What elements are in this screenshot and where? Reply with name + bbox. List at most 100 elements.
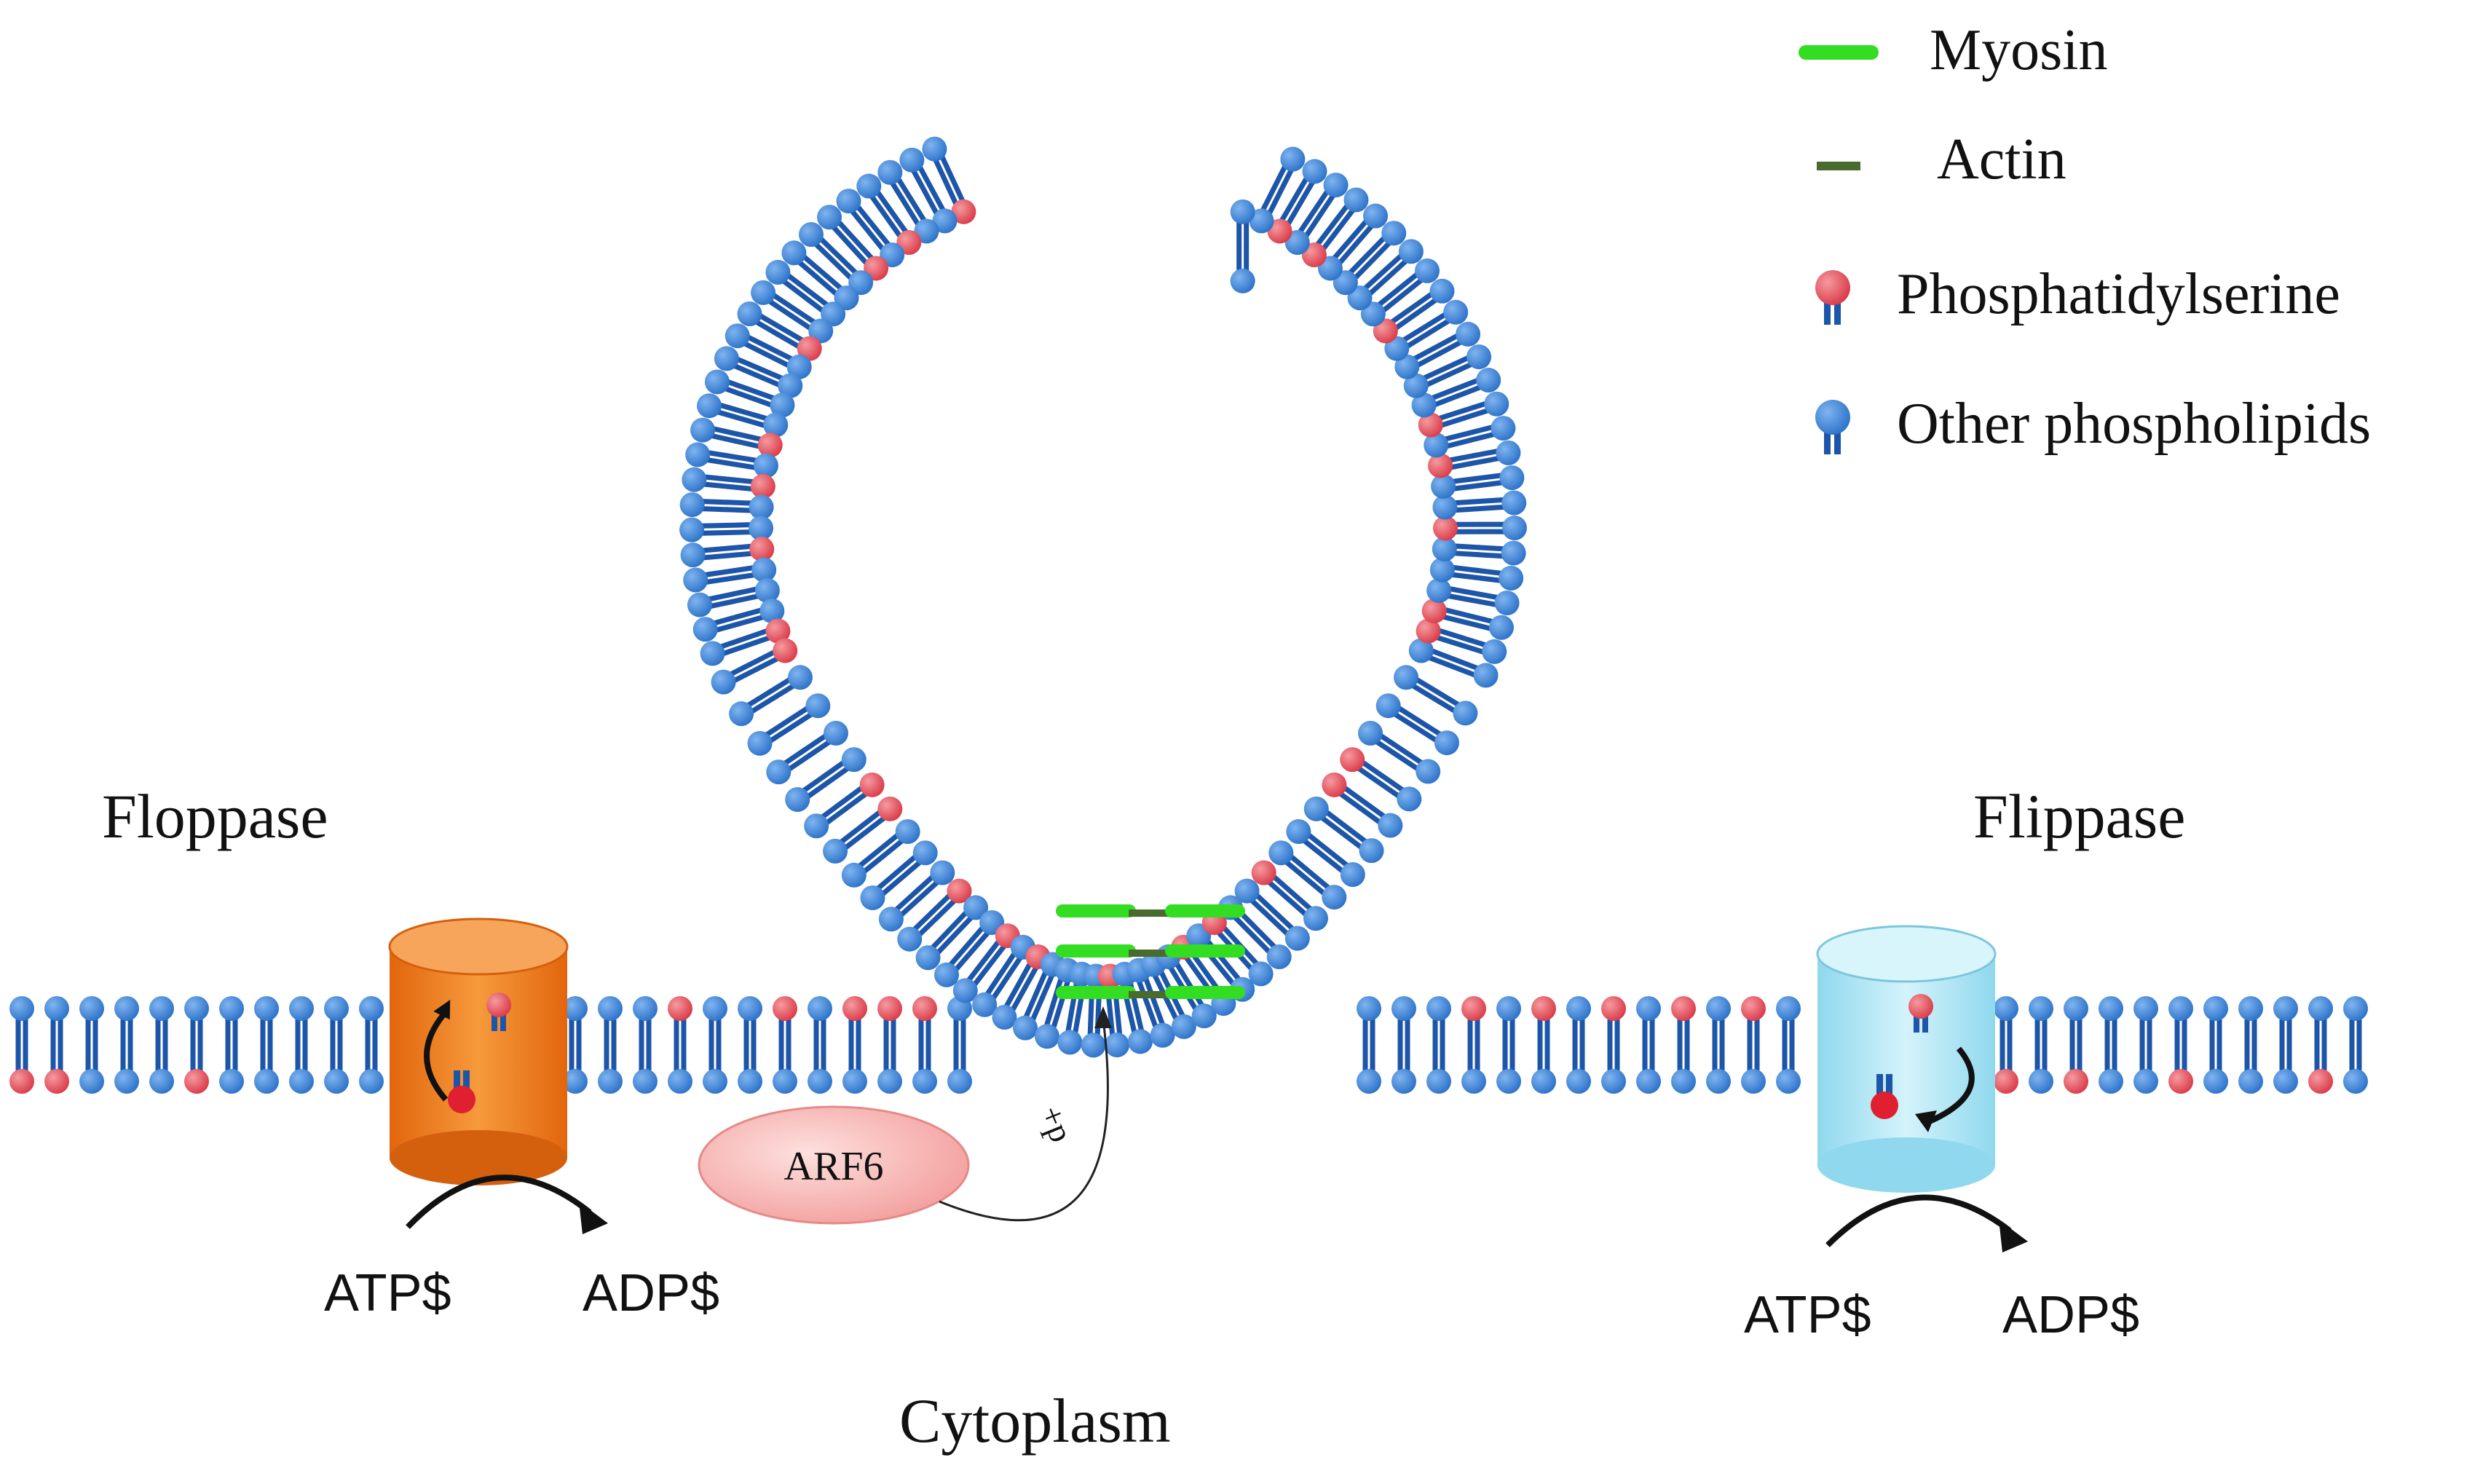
phospholipid <box>633 1045 658 1094</box>
phospholipid <box>1249 186 1283 234</box>
phospholipid <box>732 577 780 604</box>
phospholipid <box>1453 368 1501 399</box>
phospholipid <box>690 417 738 444</box>
phospholipid <box>1413 719 1459 756</box>
phosphatidylserine-lipid <box>840 772 885 811</box>
flippase-atp-label: ATP$ <box>1744 1286 1871 1344</box>
phospholipid <box>2133 996 2158 1045</box>
phospholipid <box>767 665 813 701</box>
phospholipid <box>2099 1045 2123 1094</box>
phospholipid <box>2203 1045 2228 1094</box>
phospholipid <box>1394 344 1441 379</box>
phosphatidylserine-lipid <box>2168 1045 2193 1094</box>
phospholipid <box>1426 996 1451 1045</box>
phospholipid <box>1126 1006 1153 1054</box>
phospholipid <box>1284 210 1322 256</box>
phospholipid <box>1403 365 1450 398</box>
phosphatidylserine-lipid <box>1421 598 1470 625</box>
legend-item-phosphatidylserine: Phosphatidylserine <box>1815 262 2340 326</box>
phospholipid <box>1267 909 1310 951</box>
legend-label-myosin: Myosin <box>1930 18 2108 82</box>
flippase-protein <box>1816 925 1997 1193</box>
phospholipid <box>1496 996 1521 1045</box>
phospholipid <box>1321 848 1365 888</box>
phospholipid <box>877 819 920 859</box>
phospholipid <box>2343 996 2368 1045</box>
phospholipid <box>2203 996 2228 1045</box>
phospholipid <box>1461 391 1509 421</box>
flippase-ps-top-icon <box>1908 994 1933 1033</box>
phospholipid <box>788 306 834 344</box>
phospholipid <box>1479 516 1527 541</box>
phosphatidylserine-lipid <box>1322 772 1367 810</box>
phospholipid <box>704 369 752 400</box>
phospholipid <box>219 996 244 1045</box>
phospholipid <box>633 996 658 1045</box>
phospholipid <box>1357 1045 1381 1094</box>
phospholipid <box>725 323 772 358</box>
phospholipid <box>563 996 588 1045</box>
legend-item-myosin: Myosin <box>1799 18 2108 82</box>
phospholipid <box>1081 1010 1106 1058</box>
phospholipid <box>817 205 858 248</box>
phospholipid <box>1105 1009 1130 1058</box>
phospholipid <box>1303 796 1349 835</box>
membrane-vesicle-loop <box>679 136 1527 1058</box>
phospholipid <box>682 467 730 492</box>
phospholipid <box>1230 199 1255 247</box>
legend: Myosin Actin Phosphatidylserine Other ph… <box>1799 18 2371 456</box>
phospholipid <box>2133 1045 2158 1094</box>
phosphatidylserine-lipid <box>9 1045 34 1094</box>
phospholipid <box>2099 996 2123 1045</box>
phospholipid <box>1450 657 1499 688</box>
phospholipid <box>1230 245 1255 293</box>
phospholipid <box>2029 1045 2053 1094</box>
legend-item-actin: Actin <box>1817 127 2066 192</box>
phospholipid <box>1145 1000 1175 1048</box>
phospholipid <box>563 1045 588 1094</box>
phospholipid <box>1432 690 1478 726</box>
phospholipid <box>836 189 876 232</box>
phospholipid <box>687 591 735 617</box>
legend-label-actin: Actin <box>1937 127 2066 192</box>
phospholipid <box>947 1045 972 1094</box>
phospholipid <box>359 1045 384 1094</box>
phospholipid <box>1426 1045 1451 1094</box>
phosphatidylserine-lipid <box>1461 996 1486 1045</box>
phospholipid <box>2238 996 2263 1045</box>
phosphatidylserine-lipid <box>1994 1045 2018 1094</box>
phospholipid <box>1429 557 1478 583</box>
floppase-atp-arrow <box>406 1175 608 1234</box>
phospholipid <box>922 136 955 183</box>
phospholipid <box>1434 321 1481 357</box>
phospholipid <box>755 366 803 398</box>
phospholipid <box>1268 840 1312 880</box>
phospholipid <box>1365 221 1407 263</box>
phospholipid <box>964 909 1005 953</box>
phosphatidylserine-lipid <box>1340 747 1385 785</box>
phospholipid <box>2273 1045 2298 1094</box>
phospholipid <box>714 346 762 379</box>
phospholipid <box>766 747 811 785</box>
phospholipid <box>324 996 349 1045</box>
phospholipid <box>1424 430 1472 458</box>
phosphatidylserine-lipid <box>668 996 692 1045</box>
phospholipid <box>1478 490 1527 516</box>
legend-item-other-phospholipids: Other phospholipids <box>1815 392 2371 456</box>
phosphatidylserine-lipid <box>743 618 791 649</box>
phospholipid <box>781 240 825 280</box>
phospholipid <box>902 198 939 244</box>
phospholipid <box>1330 187 1369 232</box>
phosphatidylserine-lipid <box>842 996 867 1045</box>
phospholipid <box>1422 299 1469 336</box>
floppase-protein <box>388 917 569 1185</box>
phospholipid <box>842 1045 867 1094</box>
phospholipid <box>738 996 762 1045</box>
flippase-ps-bottom-icon <box>1871 1074 1898 1119</box>
phospholipid <box>703 996 727 1045</box>
phosphatidylserine-lipid <box>1416 618 1464 647</box>
phospholipid <box>773 1045 797 1094</box>
phospholipid <box>728 557 777 583</box>
phospholipid <box>729 690 775 727</box>
phospholipid <box>1384 325 1430 361</box>
